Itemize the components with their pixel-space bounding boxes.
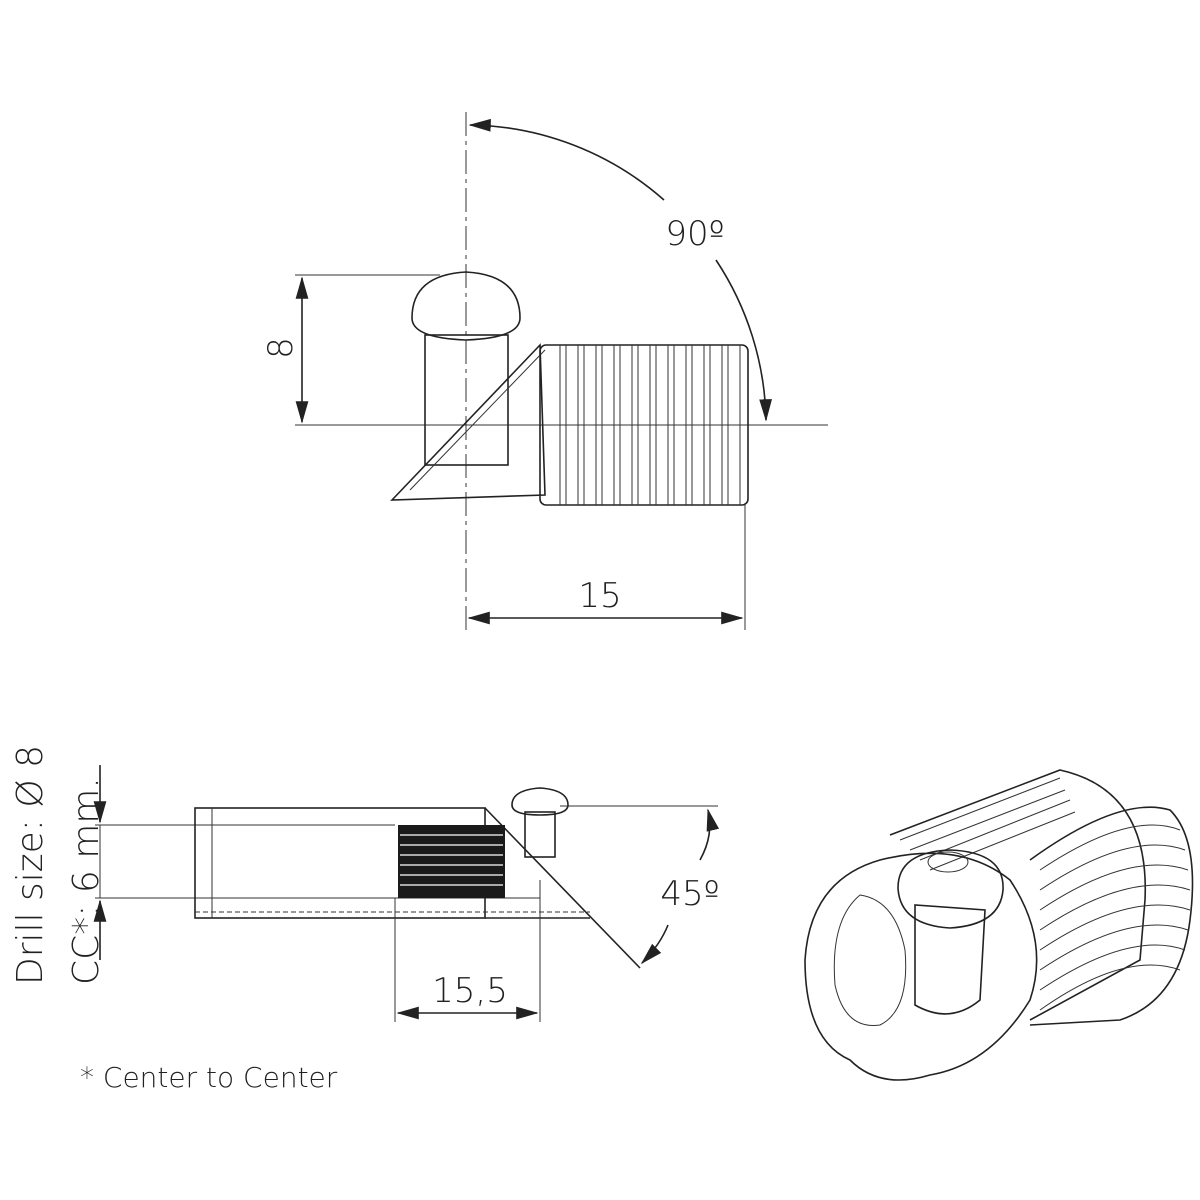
knob-head bbox=[511, 787, 569, 816]
threaded-body bbox=[1029, 806, 1194, 1026]
cc-label: CC*: 6 mm. bbox=[66, 777, 107, 985]
thread-section bbox=[398, 825, 505, 898]
isometric-view bbox=[804, 769, 1194, 1081]
bevel-edge bbox=[484, 807, 641, 969]
top-view: 90º 8 15 bbox=[261, 112, 828, 630]
side-view: Drill size: Ø 8 CC*: 6 mm. 15,5 45º bbox=[10, 745, 720, 1022]
threaded-body bbox=[539, 344, 749, 506]
angle-90-label: 90º bbox=[665, 214, 724, 254]
drill-size-label: Drill size: Ø 8 bbox=[10, 745, 51, 985]
knob-head bbox=[897, 849, 1004, 929]
angle-45-label: 45º bbox=[660, 874, 719, 914]
angle-arc bbox=[468, 118, 665, 201]
knob-head bbox=[411, 271, 521, 341]
height-label: 8 bbox=[261, 337, 301, 359]
wedge bbox=[390, 343, 546, 501]
bevel-face bbox=[804, 852, 1038, 1081]
angle-arc bbox=[715, 259, 772, 422]
footnote: * Center to Center bbox=[80, 1061, 338, 1094]
length-15-5-label: 15,5 bbox=[432, 971, 508, 1011]
length-15-label: 15 bbox=[578, 576, 621, 616]
